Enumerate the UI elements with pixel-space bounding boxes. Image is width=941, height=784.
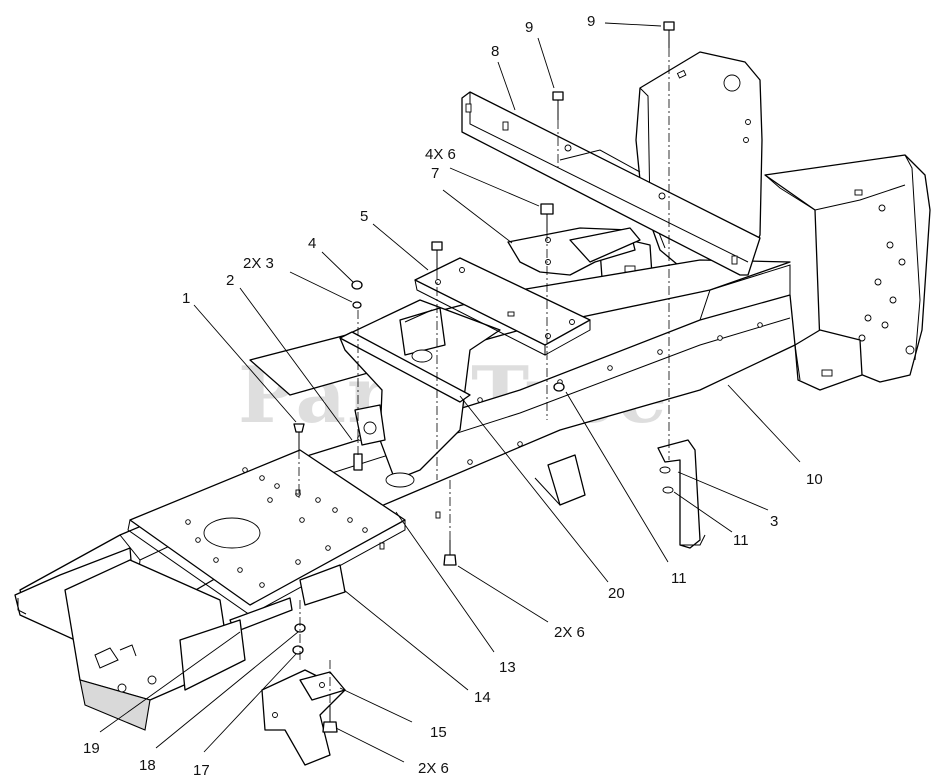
callout-9-b: 9 [587,13,595,30]
callout-11-a: 11 [733,532,749,549]
callout-1: 1 [182,290,190,307]
leader-lines [99,22,801,763]
callout-17: 17 [193,762,210,779]
right-side-plate [764,154,931,383]
callout-20: 20 [608,585,625,602]
callout-11-b: 11 [671,570,687,587]
lower-brackets [179,454,586,766]
callout-2x6-b: 2X 6 [418,760,449,777]
callout-10: 10 [806,471,823,488]
callout-2: 2 [226,272,234,289]
right-foot-bracket [599,237,863,391]
center-pivot-bracket [339,299,501,488]
callouts: 1 2 2X 3 4 5 4X 6 7 8 9 9 10 3 11 11 20 … [83,13,823,779]
callout-4x6: 4X 6 [425,146,456,163]
callout-2x3: 2X 3 [243,255,274,272]
callout-15: 15 [430,724,447,741]
callout-8: 8 [491,43,499,60]
mount-plate-5 [414,257,591,356]
callout-19: 19 [83,740,100,757]
bracket-3 [657,439,706,549]
assembly-axes [298,48,670,705]
callout-4: 4 [308,235,316,252]
cross-member-8 [461,91,761,276]
bracket-plate-7 [507,227,641,276]
callout-2x6-a: 2X 6 [554,624,585,641]
fasteners [292,21,675,733]
callout-14: 14 [474,689,491,706]
callout-3: 3 [770,513,778,530]
callout-18: 18 [139,757,156,774]
callout-7: 7 [431,165,439,182]
callout-13: 13 [499,659,516,676]
callout-9-a: 9 [525,19,533,36]
callout-5: 5 [360,208,368,225]
